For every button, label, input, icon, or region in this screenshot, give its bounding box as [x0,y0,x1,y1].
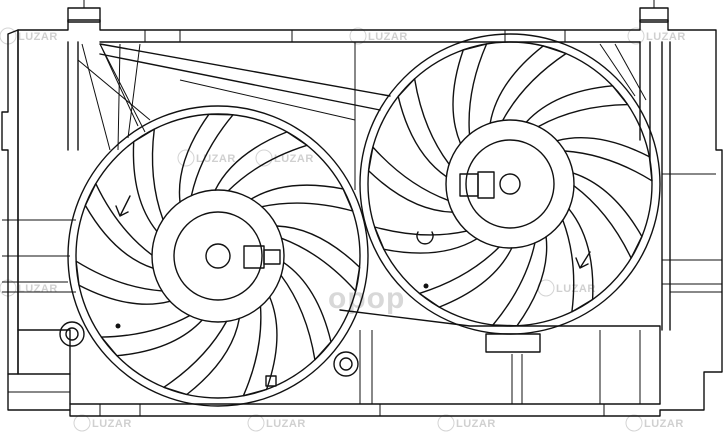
left-fan-blades [75,113,361,397]
right-fan-rotation-arrow [575,251,591,269]
left-fan-blade [242,296,278,397]
left-side-bracket [1,29,19,375]
svg-text:LUZAR: LUZAR [18,283,58,295]
right-fan-blades [367,43,653,327]
watermark-bottom-center-right: LUZAR [437,414,496,432]
watermark-mid-upper-right: LUZAR [255,149,314,167]
left-fan-rotation-arrow [115,195,131,217]
left-fan-ring-outer [67,105,369,407]
svg-text:LUZAR: LUZAR [92,418,132,430]
svg-text:LUZAR: LUZAR [556,283,596,295]
svg-text:LUZAR: LUZAR [456,418,496,430]
right-fan-blade [397,78,450,178]
right-fan-blade [489,45,567,124]
svg-text:LUZAR: LUZAR [368,31,408,43]
right-fan-blade [525,85,629,128]
left-fan-blade [214,131,308,192]
watermark-bottom-left: LUZAR [73,414,132,432]
watermark-right-mid: LUZAR [537,279,596,297]
watermarks: LUZAR LUZAR LUZAR LUZAR LUZAR LUZAR LUZA… [0,27,686,432]
left-fan-blade [250,184,354,212]
left-fan-blade [132,128,164,232]
fan-shroud [1,0,723,417]
grommet-center [333,351,359,377]
left-fan-blade [100,314,203,357]
watermark-bottom-center-left: LUZAR [247,414,306,432]
left-fan-blade [280,261,332,361]
right-fan-blade [452,43,488,145]
svg-text:LUZAR: LUZAR [644,418,684,430]
shroud-outline [17,19,723,417]
lower-mount-bracket [485,333,541,353]
right-fan-blade [367,146,454,213]
right-fan-connector [459,173,479,197]
left-fan-blade [178,113,234,203]
watermark-bottom-right: LUZAR [625,414,684,432]
watermark-top-right: LUZAR [627,27,686,45]
left-fan-hub-inner [173,211,263,301]
right-fan-blade [492,236,548,327]
svg-text:LUZAR: LUZAR [274,153,314,165]
svg-text:LUZAR: LUZAR [18,31,58,43]
left-fan-blade [84,183,154,269]
right-fan-blade [562,208,594,313]
watermark-top-center: LUZAR [349,27,408,45]
right-fan-ring-inner [367,41,653,327]
right-fan-hub-inner [465,139,555,229]
right-fan-hub-outer [445,119,575,249]
right-fan-blade [418,246,513,308]
right-fan-blade [556,137,653,182]
svg-text:LUZAR: LUZAR [266,418,306,430]
left-fan-shaft [205,243,231,269]
left-fan-hub-outer [151,189,285,323]
right-fan-shaft [499,173,521,195]
right-fan-ring-outer [359,33,661,335]
svg-text:LUZAR: LUZAR [646,31,686,43]
right-fan-blade [374,226,478,254]
right-fan-blade [572,172,643,259]
left-fan-blade [75,260,171,305]
grommet-left [59,321,85,347]
left-fan-blade [163,317,240,396]
left-fan [67,105,369,407]
left-fan-blade [276,225,361,292]
right-fan [359,33,661,335]
